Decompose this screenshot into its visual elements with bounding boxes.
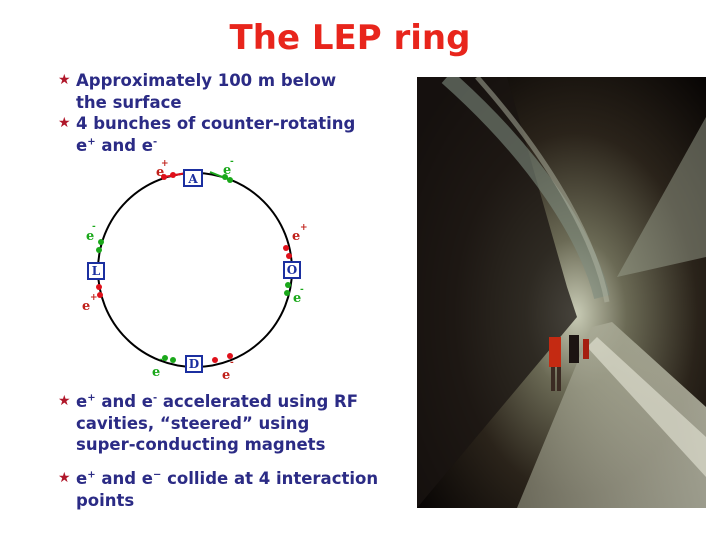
svg-text:-: -: [92, 222, 96, 232]
bullet-accelerated-line2: cavities, “steered” using: [76, 413, 310, 433]
svg-text:+: +: [90, 293, 98, 303]
bullet-bunches-line1: 4 bunches of counter-rotating: [76, 114, 356, 133]
slide-title: The LEP ring: [229, 18, 471, 58]
point-label: A: [187, 172, 198, 186]
bullet-collide-line1: collide at 4 interaction: [161, 469, 379, 488]
svg-text:e: e: [86, 229, 94, 244]
svg-text:-: -: [230, 358, 234, 368]
positron-symbol: e: [76, 469, 88, 488]
electron-sup: -: [152, 392, 158, 404]
star-bullet-icon: ★: [58, 393, 71, 409]
interaction-point-box: [87, 262, 105, 280]
lep-tunnel-photo: [417, 77, 706, 508]
bullet-list-bottom: ★ e+ and e− collide at 4 interaction poi…: [58, 468, 418, 511]
electron-symbol: e: [141, 135, 153, 155]
bullet-accelerated-line3: super-conducting magnets: [76, 435, 326, 454]
bullet-collide: ★ e+ and e− collide at 4 interaction poi…: [58, 468, 418, 511]
electron-bunch: [222, 174, 228, 180]
positron-sup: +: [87, 392, 96, 404]
svg-text:e: e: [222, 368, 230, 380]
electron-sup: -: [152, 136, 158, 147]
tunnel-photo-illustration: [417, 77, 706, 508]
positron-symbol: e: [76, 135, 88, 155]
svg-text:+: +: [300, 223, 308, 233]
svg-text:e: e: [152, 365, 160, 380]
bullet-collide-line2: points: [76, 490, 135, 510]
electron-symbol: e: [141, 392, 153, 411]
electron-bunch: [227, 177, 233, 183]
positron-bunch: [170, 172, 176, 178]
ring-circle: [97, 172, 293, 368]
bullet-accelerated-line1: accelerated using RF: [157, 392, 359, 411]
point-label: O: [287, 263, 297, 277]
svg-text:-: -: [300, 285, 304, 295]
bullet-depth-line1: Approximately 100 m below: [76, 71, 337, 90]
interaction-point-box: [185, 355, 203, 373]
svg-text:e: e: [82, 299, 90, 314]
interaction-point-box: [283, 261, 301, 279]
positron-sup: +: [87, 469, 96, 481]
point-label: D: [189, 357, 199, 371]
and-text: and: [95, 392, 142, 411]
and-text: and: [95, 135, 142, 155]
svg-text:-: -: [159, 355, 163, 365]
positron-bunch: [161, 174, 167, 180]
bullet-accelerated: ★ e+ and e- accelerated using RF cavitie…: [58, 391, 408, 456]
point-label: L: [92, 264, 101, 278]
star-bullet-icon: ★: [58, 470, 71, 486]
star-bullet-icon: ★: [58, 115, 71, 131]
svg-text:e: e: [293, 291, 301, 306]
svg-text:-: -: [230, 157, 234, 167]
bullet-depth-line2: the surface: [76, 92, 182, 112]
svg-text:e: e: [292, 229, 300, 244]
positron-sup: +: [87, 136, 96, 147]
and-text: and: [95, 469, 142, 488]
svg-text:+: +: [161, 159, 169, 169]
positron-symbol: e: [76, 392, 88, 411]
electron-symbol: e: [141, 469, 153, 488]
interaction-point-box: [183, 169, 203, 187]
bullet-bunches: ★ 4 bunches of counter-rotating e+ and e…: [58, 113, 408, 156]
label-e-minus: e: [223, 163, 231, 178]
electron-sup: −: [152, 469, 162, 481]
lep-ring-diagram: A e+ e- L e- e+ O e+ e- D e- e-: [82, 157, 308, 380]
bullet-list-middle: ★ e+ and e- accelerated using RF cavitie…: [58, 391, 408, 456]
bullet-depth: ★ Approximately 100 m below the surface: [58, 70, 408, 113]
bullet-list-top: ★ Approximately 100 m below the surface …: [58, 70, 408, 156]
label-e-plus: e: [156, 165, 164, 180]
worker-figure: [549, 337, 561, 367]
star-bullet-icon: ★: [58, 72, 71, 88]
